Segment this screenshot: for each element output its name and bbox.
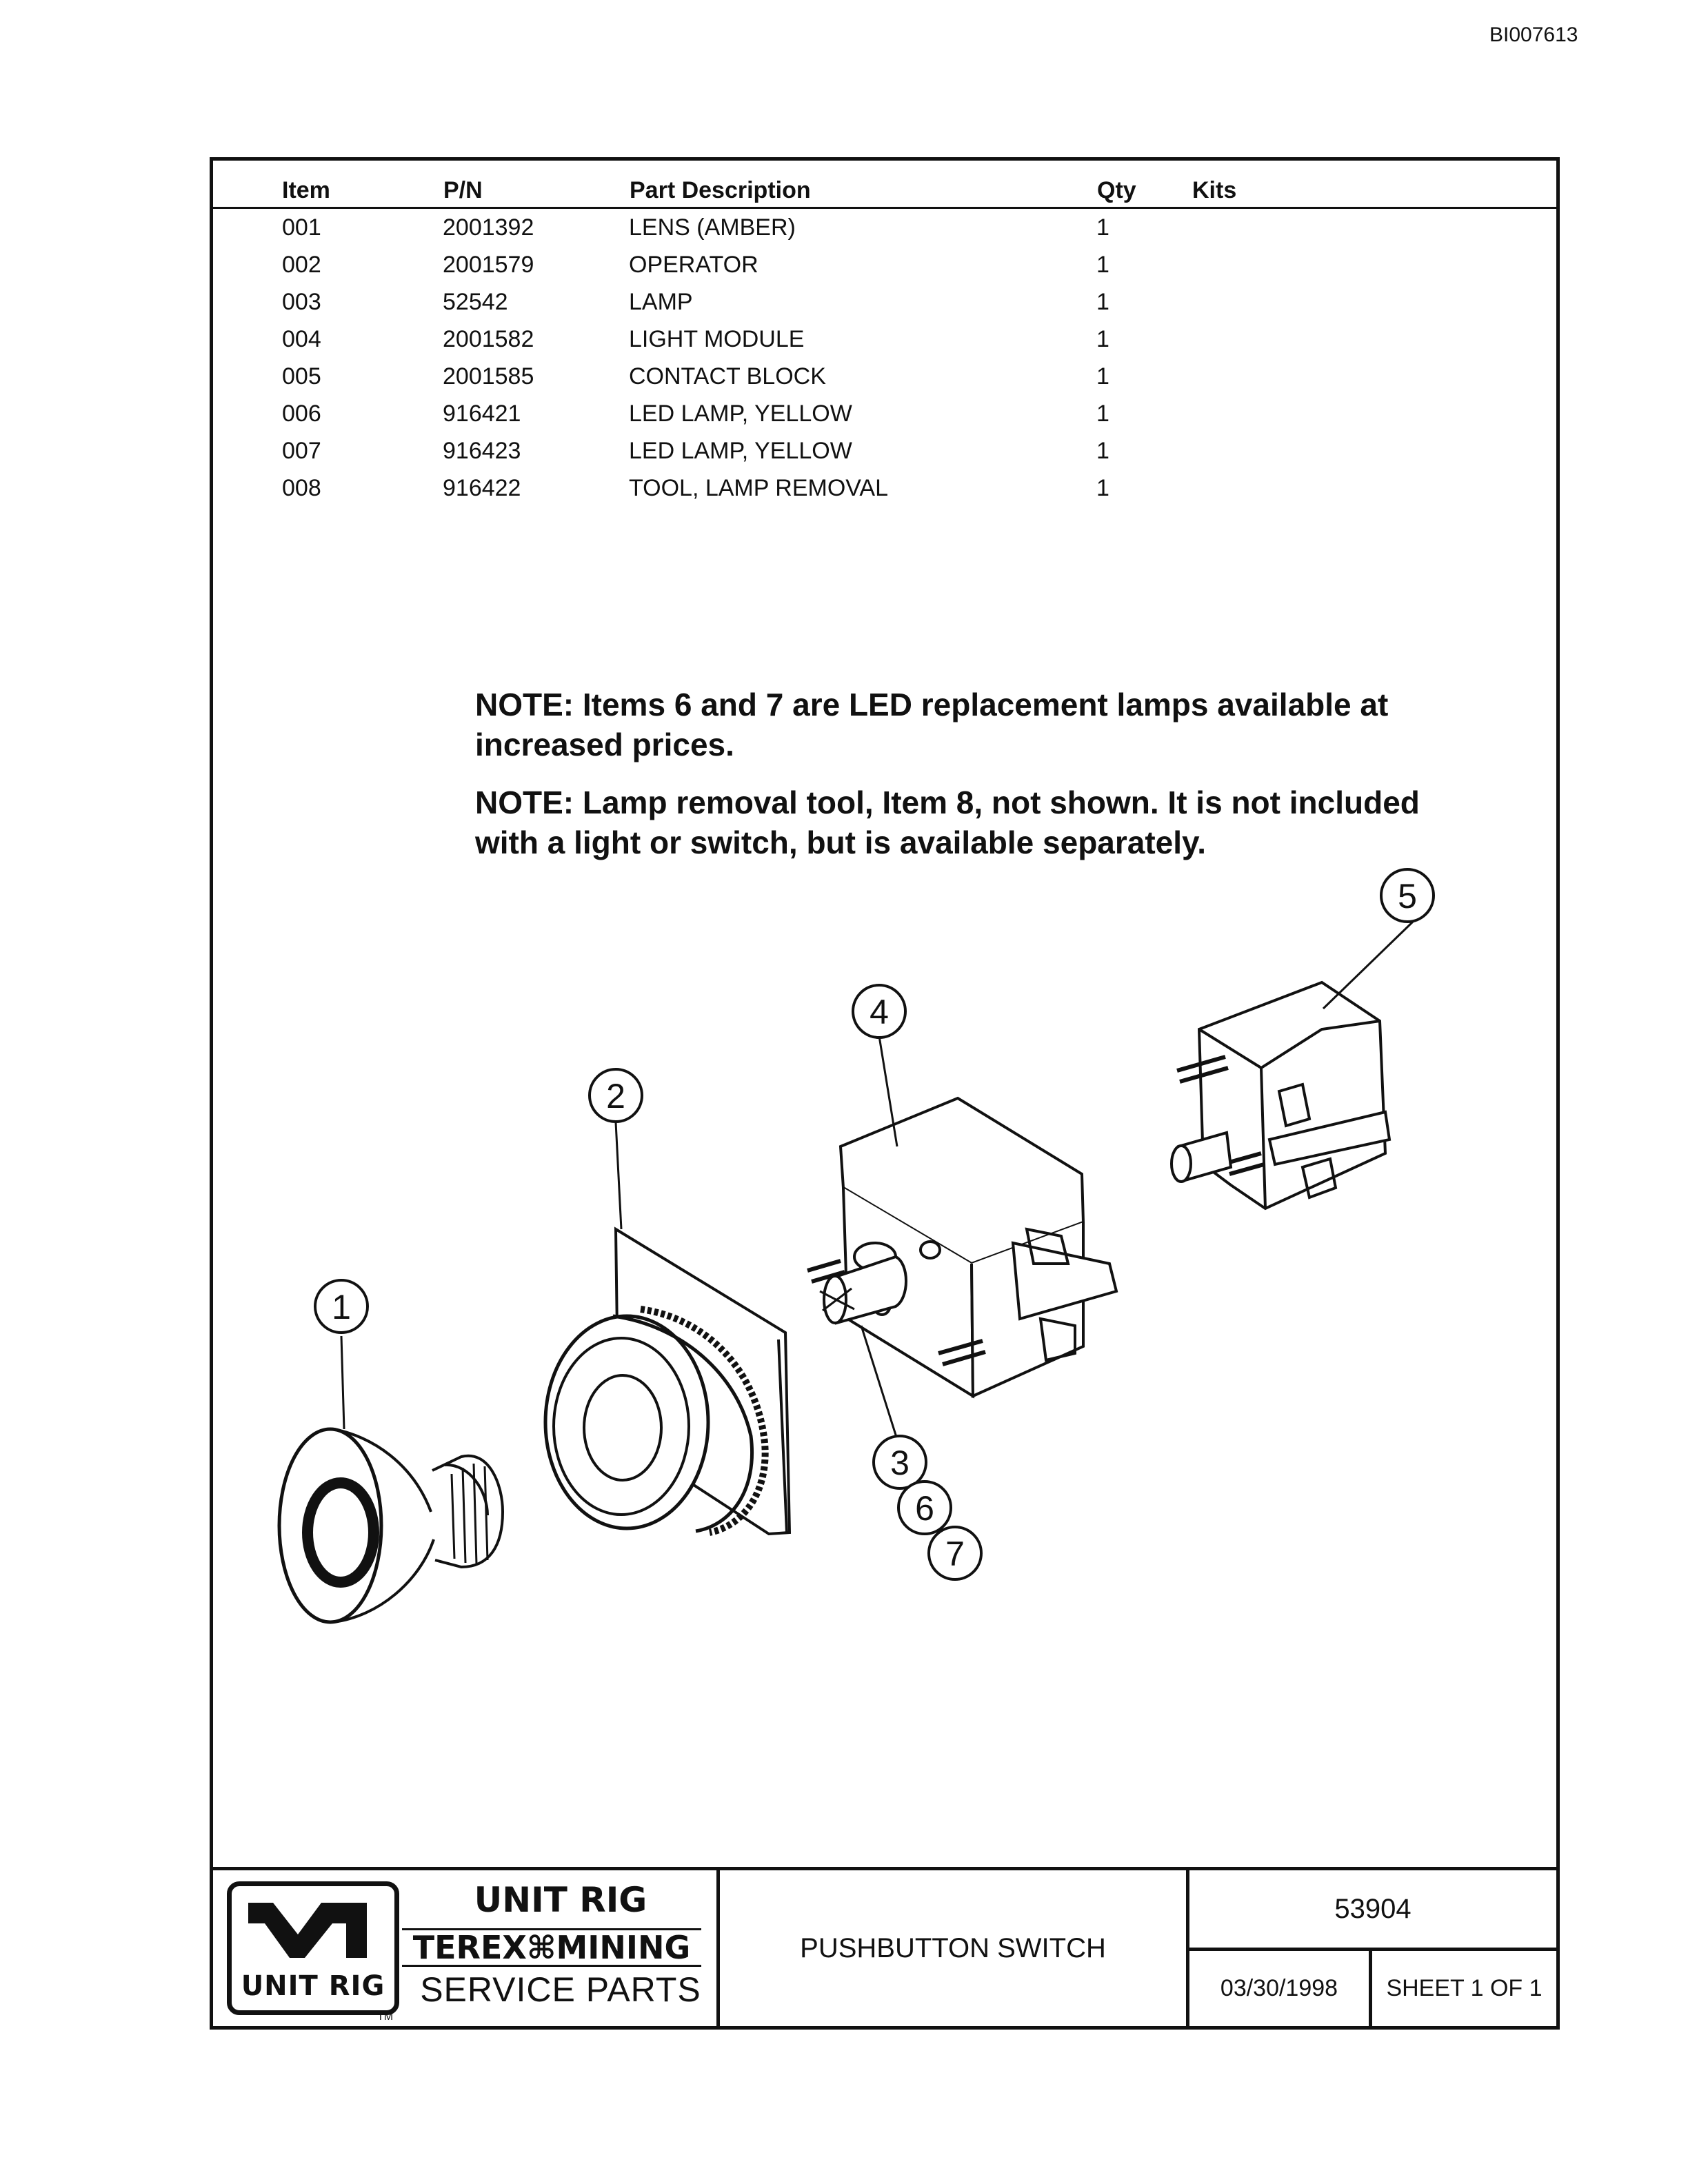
cell-pn: 916421 xyxy=(443,400,521,427)
cell-qty: 1 xyxy=(1096,400,1109,427)
cell-item: 005 xyxy=(282,363,321,390)
cell-pn: 2001392 xyxy=(443,214,534,241)
logo-cell: UNIT RIG TM UNIT RIG TEREX⌘MINING SERVIC… xyxy=(213,1870,720,2026)
callout-label: 2 xyxy=(606,1077,625,1115)
callout-label: 4 xyxy=(870,993,889,1031)
table-row: 002 2001579 OPERATOR 1 xyxy=(213,246,1556,283)
callout-6: 6 xyxy=(897,1480,952,1535)
cell-qty: 1 xyxy=(1096,363,1109,390)
cell-description: TOOL, LAMP REMOVAL xyxy=(629,474,889,501)
table-row: 007 916423 LED LAMP, YELLOW 1 xyxy=(213,432,1556,469)
cell-pn: 916422 xyxy=(443,474,521,501)
cell-item: 004 xyxy=(282,325,321,352)
operator-part xyxy=(543,1226,792,1536)
cell-item: 006 xyxy=(282,400,321,427)
callout-2: 2 xyxy=(588,1068,643,1123)
brand-line-service-parts: SERVICE PARTS xyxy=(420,1970,701,2009)
cell-pn: 52542 xyxy=(443,288,508,315)
parts-table-header: Item P/N Part Description Qty Kits xyxy=(213,161,1556,209)
lamp-part xyxy=(819,1255,907,1325)
light-module-part xyxy=(807,1096,1118,1399)
cell-qty: 1 xyxy=(1096,474,1109,501)
unit-rig-mark-icon xyxy=(248,1903,367,1958)
callout-label: 7 xyxy=(945,1535,965,1573)
drawing-frame: Item P/N Part Description Qty Kits 001 2… xyxy=(210,157,1560,2030)
cell-qty: 1 xyxy=(1096,325,1109,352)
cell-item: 007 xyxy=(282,437,321,464)
header-kits: Kits xyxy=(1192,161,1556,209)
callout-5: 5 xyxy=(1380,868,1435,923)
cell-qty: 1 xyxy=(1096,288,1109,315)
logo-text: UNIT RIG xyxy=(241,1970,385,2002)
header-item: Item xyxy=(213,161,443,209)
cell-description: LED LAMP, YELLOW xyxy=(629,400,852,427)
callout-4: 4 xyxy=(852,984,907,1039)
table-row: 005 2001585 CONTACT BLOCK 1 xyxy=(213,358,1556,395)
cell-description: LAMP xyxy=(629,288,693,315)
table-row: 003 52542 LAMP 1 xyxy=(213,283,1556,321)
cell-pn: 916423 xyxy=(443,437,521,464)
callout-label: 6 xyxy=(915,1489,934,1528)
lens-part xyxy=(277,1427,505,1624)
brand-line-unit-rig: UNIT RIG xyxy=(474,1880,647,1920)
cell-pn: 2001579 xyxy=(443,251,534,278)
cell-item: 003 xyxy=(282,288,321,315)
exploded-view-diagram: 1 2 3 4 5 6 7 xyxy=(277,868,1435,1624)
callout-label: 3 xyxy=(890,1444,910,1482)
leader-lines xyxy=(340,920,1414,1457)
unit-rig-logo: UNIT RIG xyxy=(227,1881,399,2015)
brand-line-terex-mining: TEREX⌘MINING xyxy=(402,1928,701,1967)
cell-qty: 1 xyxy=(1096,214,1109,241)
drawing-date: 03/30/1998 xyxy=(1189,1951,1372,2026)
cell-description: LIGHT MODULE xyxy=(629,325,805,352)
callout-label: 5 xyxy=(1398,877,1417,916)
contact-block-part xyxy=(1170,980,1391,1211)
trademark: TM xyxy=(377,2011,394,2023)
drawing-title: PUSHBUTTON SWITCH xyxy=(720,1870,1189,2026)
drawing-number: 53904 xyxy=(1189,1870,1556,1951)
cell-qty: 1 xyxy=(1096,251,1109,278)
cell-item: 001 xyxy=(282,214,321,241)
cell-description: OPERATOR xyxy=(629,251,758,278)
cell-pn: 2001582 xyxy=(443,325,534,352)
cell-description: CONTACT BLOCK xyxy=(629,363,826,390)
notes-block: NOTE: Items 6 and 7 are LED replacement … xyxy=(475,685,1475,880)
sheet-number: SHEET 1 OF 1 xyxy=(1386,1975,1543,2001)
table-row: 006 916421 LED LAMP, YELLOW 1 xyxy=(213,395,1556,432)
callout-label: 1 xyxy=(332,1288,351,1326)
callout-7: 7 xyxy=(927,1526,983,1581)
cell-item: 008 xyxy=(282,474,321,501)
callout-3: 3 xyxy=(872,1435,927,1490)
note-led-lamps: NOTE: Items 6 and 7 are LED replacement … xyxy=(475,687,1389,762)
cell-pn: 2001585 xyxy=(443,363,534,390)
cell-qty: 1 xyxy=(1096,437,1109,464)
header-pn: P/N xyxy=(443,161,629,209)
title-block: UNIT RIG TM UNIT RIG TEREX⌘MINING SERVIC… xyxy=(213,1867,1556,2026)
table-row: 001 2001392 LENS (AMBER) 1 xyxy=(213,208,1556,247)
document-id: BI007613 xyxy=(1489,23,1578,46)
header-qty: Qty xyxy=(1096,161,1192,209)
note-removal-tool: NOTE: Lamp removal tool, Item 8, not sho… xyxy=(475,785,1420,860)
header-description: Part Description xyxy=(629,161,1096,209)
table-row: 004 2001582 LIGHT MODULE 1 xyxy=(213,321,1556,358)
cell-description: LENS (AMBER) xyxy=(629,214,796,241)
cell-description: LED LAMP, YELLOW xyxy=(629,437,852,464)
callout-1: 1 xyxy=(314,1279,369,1334)
table-row: 008 916422 TOOL, LAMP REMOVAL 1 xyxy=(213,469,1556,507)
cell-item: 002 xyxy=(282,251,321,278)
parts-table: Item P/N Part Description Qty Kits 001 2… xyxy=(213,161,1556,507)
